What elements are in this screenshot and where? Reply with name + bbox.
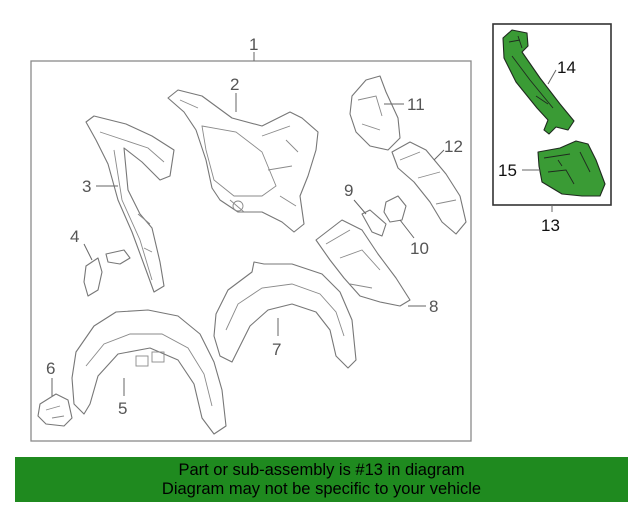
part-5-wheelhouse[interactable] <box>71 309 227 435</box>
callout-11: 11 <box>407 95 425 114</box>
callout-7: 7 <box>272 340 281 359</box>
part-11-upper-bracket[interactable] <box>349 75 401 151</box>
part-9-clip[interactable] <box>361 209 387 237</box>
callout-9: 9 <box>344 181 353 200</box>
part-7-wheelhouse-inner[interactable] <box>213 261 357 369</box>
callout-10: 10 <box>410 239 429 258</box>
callout-14: 14 <box>557 58 576 77</box>
callout-4: 4 <box>70 227 79 246</box>
leader-12 <box>433 149 445 161</box>
part-2-quarter-inner[interactable] <box>167 89 319 233</box>
assembly-frame <box>30 60 472 442</box>
callout-5: 5 <box>118 399 127 418</box>
part-4-bracket[interactable] <box>83 249 131 297</box>
part-15-bracket[interactable] <box>537 140 606 197</box>
callout-12: 12 <box>444 137 463 156</box>
part-14-pillar[interactable] <box>502 29 575 135</box>
callout-13: 13 <box>541 216 560 235</box>
callout-1: 1 <box>249 35 258 54</box>
leader-14 <box>547 69 557 85</box>
part-3-pillar[interactable] <box>85 115 175 293</box>
part-10-bracket[interactable] <box>383 195 407 223</box>
leader-4 <box>83 243 93 261</box>
part-6-bracket[interactable] <box>37 393 73 427</box>
callout-2: 2 <box>230 75 239 94</box>
callout-3: 3 <box>82 177 91 196</box>
part-8-rear-panel[interactable] <box>315 219 411 307</box>
callout-6: 6 <box>46 359 55 378</box>
leader-10 <box>399 219 415 239</box>
banner-line-2: Diagram may not be specific to your vehi… <box>161 480 482 498</box>
part-12-rear-rail[interactable] <box>391 141 467 235</box>
callout-8: 8 <box>429 297 438 316</box>
banner-line-1: Part or sub-assembly is #13 in diagram <box>178 461 465 479</box>
info-banner: Part or sub-assembly is #13 in diagram D… <box>15 457 628 502</box>
leader-9 <box>353 199 367 215</box>
callout-15: 15 <box>498 161 517 180</box>
